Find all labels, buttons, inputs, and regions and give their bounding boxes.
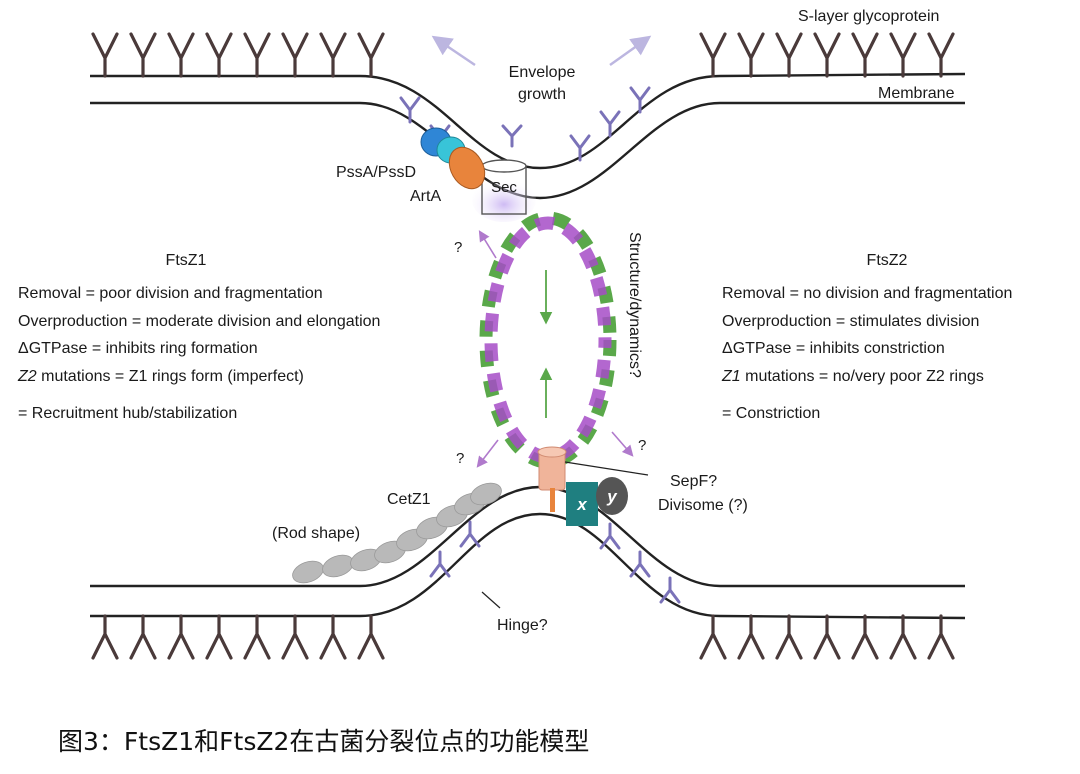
s-layer-glycoproteins xyxy=(91,32,955,660)
s-layer-glycoprotein xyxy=(319,32,347,78)
rod-shape-label: (Rod shape) xyxy=(272,525,360,542)
s-layer-glycoprotein xyxy=(205,614,233,660)
ftsz1-title: FtsZ1 xyxy=(166,252,207,269)
ftsz1-mutations: Z2 mutations = Z1 rings form (imperfect) xyxy=(17,368,304,385)
envelope-growth-label-line1: Envelope xyxy=(509,64,576,81)
divisome-label: Divisome (?) xyxy=(658,497,748,514)
y-label: y xyxy=(606,487,618,506)
s-layer-glycoprotein xyxy=(91,32,119,78)
s-layer-glycoprotein xyxy=(167,32,195,78)
s-layer-glycoprotein xyxy=(737,614,765,660)
hinge-pointer xyxy=(481,591,501,609)
ftsz1-mutations-italic: Z2 xyxy=(17,368,37,385)
s-layer-glycoprotein xyxy=(129,614,157,660)
bottom-membrane xyxy=(90,485,966,620)
ftsz2-description: FtsZ2 Removal = no division and fragment… xyxy=(721,252,1012,422)
s-layer-glycoprotein xyxy=(357,614,385,660)
s-layer-glycoprotein xyxy=(699,614,727,660)
s-layer-glycoprotein xyxy=(281,614,309,660)
pssa-pssd-label: PssA/PssD xyxy=(336,164,416,181)
ftsz2-mutations-rest: mutations = no/very poor Z2 rings xyxy=(741,368,984,385)
s-layer-glycoprotein xyxy=(775,32,803,78)
s-layer-glycoprotein xyxy=(927,32,955,78)
s-layer-glycoprotein xyxy=(629,86,651,114)
s-layer-glycoprotein xyxy=(319,614,347,660)
ftsz2-gtpase: ΔGTPase = inhibits constriction xyxy=(722,340,945,357)
cetz1-bead xyxy=(292,560,324,584)
ftsz1-overproduction: Overproduction = moderate division and e… xyxy=(18,313,380,330)
arta-label: ArtA xyxy=(410,188,441,205)
cetz1-bead xyxy=(470,482,502,506)
s-layer-glycoprotein xyxy=(813,614,841,660)
ftsz2-mutations-italic: Z1 xyxy=(721,368,741,385)
s-layer-glycoprotein xyxy=(851,614,879,660)
membrane-label: Membrane xyxy=(878,85,955,102)
sepf-complex xyxy=(537,446,649,512)
sec-label: Sec xyxy=(491,179,517,196)
ftsz1-mutations-rest: mutations = Z1 rings form (imperfect) xyxy=(37,368,304,385)
s-layer-glycoprotein xyxy=(699,32,727,78)
s-layer-glycoprotein xyxy=(501,124,523,148)
s-layer-glycoprotein xyxy=(889,32,917,78)
sec-translocon: Sec xyxy=(472,159,536,222)
ftsz1-role: = Recruitment hub/stabilization xyxy=(18,405,237,422)
s-layer-glycoprotein xyxy=(599,110,621,138)
s-layer-glycoprotein xyxy=(599,522,621,550)
x-protein: x xyxy=(566,482,598,526)
s-layer-glycoprotein xyxy=(459,520,481,548)
figure-caption: 图3：FtsZ1和FtsZ2在古菌分裂位点的功能模型 xyxy=(58,727,590,756)
s-layer-glycoprotein xyxy=(629,550,651,578)
s-layer-glycoprotein xyxy=(243,614,271,660)
envelope-growth-arrows xyxy=(431,35,652,67)
ftsz2-mutations: Z1 mutations = no/very poor Z2 rings xyxy=(721,368,984,385)
s-layer-glycoprotein xyxy=(281,32,309,78)
question-mark-lower-right: ? xyxy=(638,437,646,454)
ftsz1-description: FtsZ1 Removal = poor division and fragme… xyxy=(17,252,380,422)
ftsz2-overproduction: Overproduction = stimulates division xyxy=(722,313,979,330)
s-layer-label: S-layer glycoprotein xyxy=(798,8,939,25)
s-layer-glycoprotein xyxy=(91,614,119,660)
question-mark-upper-left: ? xyxy=(454,239,462,256)
s-layer-glycoprotein xyxy=(775,614,803,660)
s-layer-glycoprotein xyxy=(889,614,917,660)
hinge-label: Hinge? xyxy=(497,617,548,634)
s-layer-glycoprotein xyxy=(851,32,879,78)
cetz1-filaments xyxy=(292,482,502,584)
sepf-label: SepF? xyxy=(670,473,717,490)
s-layer-glycoprotein xyxy=(357,32,385,78)
s-layer-glycoprotein xyxy=(927,614,955,660)
s-layer-glycoprotein xyxy=(167,614,195,660)
cetz1-label: CetZ1 xyxy=(387,491,431,508)
s-layer-glycoprotein xyxy=(243,32,271,78)
envelope-growth-label-line2: growth xyxy=(518,86,566,103)
structure-dynamics-label: Structure/dynamics? xyxy=(626,232,643,378)
x-label: x xyxy=(576,495,588,514)
s-layer-glycoprotein xyxy=(737,32,765,78)
s-layer-glycoprotein xyxy=(429,550,451,578)
y-protein: y xyxy=(596,477,628,515)
s-layer-glycoprotein xyxy=(205,32,233,78)
s-layer-glycoprotein xyxy=(129,32,157,78)
ftsz2-title: FtsZ2 xyxy=(867,252,908,269)
ftsz1-removal: Removal = poor division and fragmentatio… xyxy=(18,285,323,302)
ftsz1-gtpase: ΔGTPase = inhibits ring formation xyxy=(18,340,258,357)
s-layer-glycoprotein xyxy=(569,134,591,162)
ftsz2-role: = Constriction xyxy=(722,405,820,422)
ftsz2-removal: Removal = no division and fragmentation xyxy=(722,285,1012,302)
ftsz-ring xyxy=(479,211,617,469)
dynamics-arrows xyxy=(476,230,634,468)
s-layer-glycoprotein xyxy=(813,32,841,78)
pssa-pssd-arta-complex xyxy=(420,127,486,190)
question-mark-lower-left: ? xyxy=(456,450,464,467)
s-layer-glycoprotein xyxy=(399,96,421,124)
s-layer-glycoprotein xyxy=(659,576,681,604)
